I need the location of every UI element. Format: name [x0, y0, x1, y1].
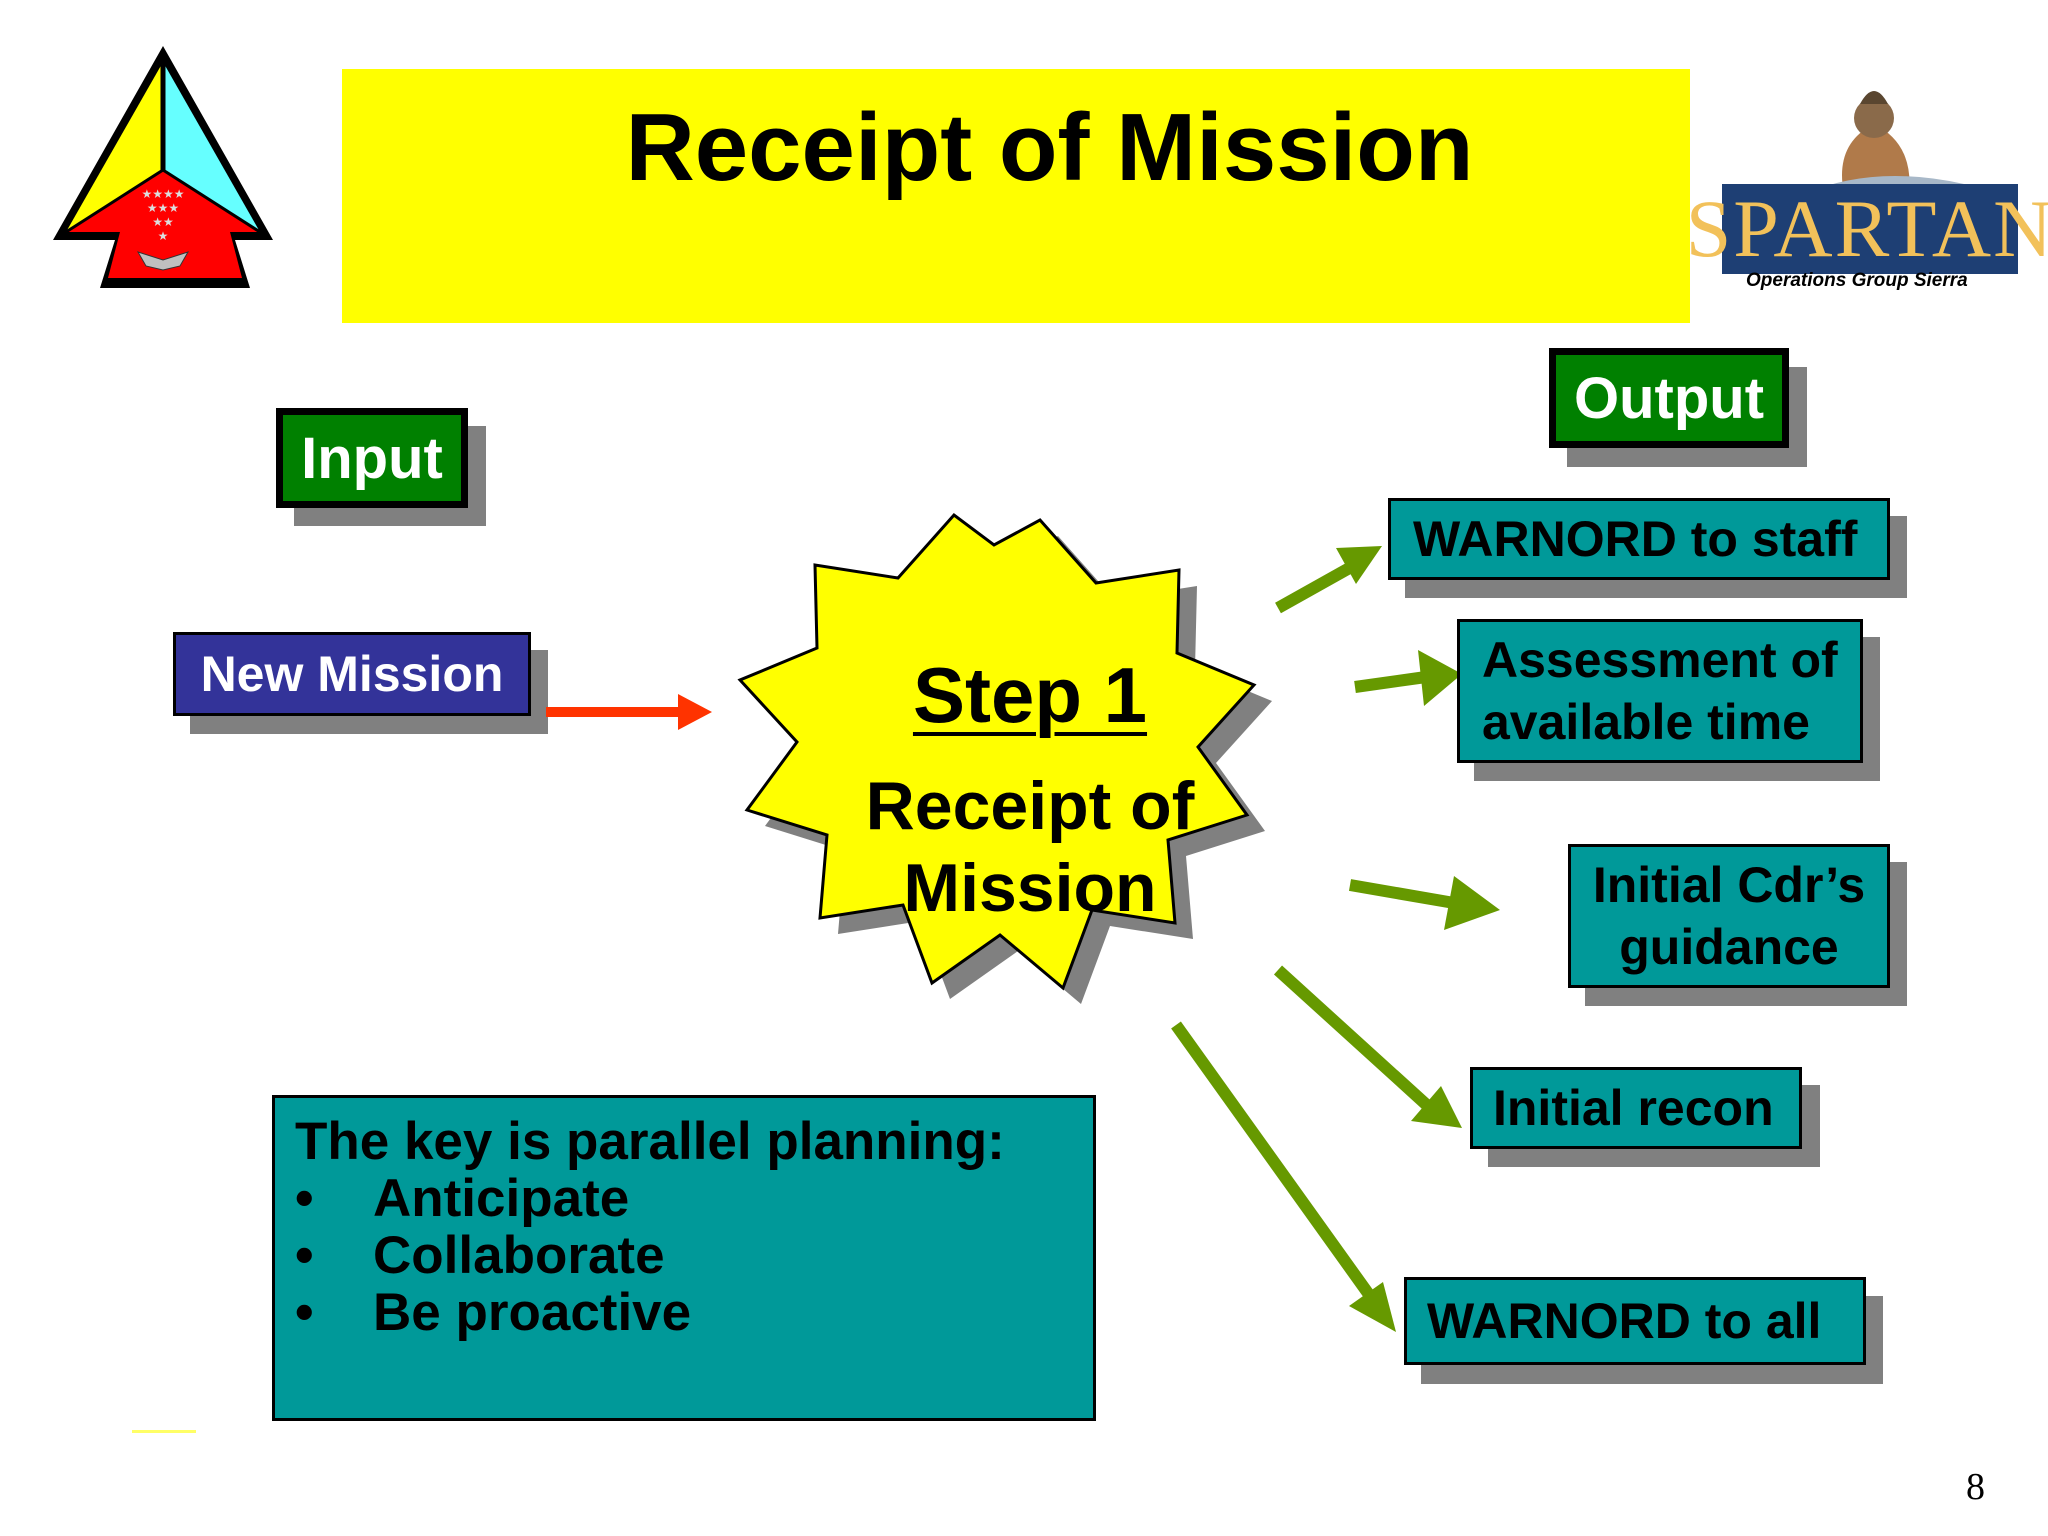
step-star-text: Step 1 Receipt of Mission: [830, 650, 1230, 929]
key-bullet-text: Be proactive: [373, 1283, 692, 1342]
new-mission-box: New Mission: [173, 632, 531, 716]
spartan-wordmark-panel: SPARTAN: [1686, 183, 2048, 274]
output-box-line: Assessment of: [1482, 632, 1838, 688]
output-box-assessment: Assessment of available time: [1457, 619, 1863, 763]
decorative-line: [132, 1430, 196, 1433]
spartan-caption: Operations Group Sierra: [1746, 270, 1968, 291]
input-header: Input: [276, 408, 468, 508]
key-bullet-item: • Anticipate: [295, 1170, 1073, 1227]
bullet-icon: •: [295, 1169, 314, 1228]
key-bullet-item: • Collaborate: [295, 1227, 1073, 1284]
output-box-initial-recon: Initial recon: [1470, 1067, 1802, 1149]
spartan-logo: SPARTAN Operations Group Sierra: [1686, 84, 2048, 300]
svg-text:★: ★: [158, 229, 169, 243]
key-box: The key is parallel planning: • Anticipa…: [272, 1095, 1096, 1421]
spartan-wordmark: SPARTAN: [1685, 183, 2048, 274]
key-bullet-text: Collaborate: [373, 1226, 665, 1285]
step-name-line-1: Receipt of: [865, 768, 1195, 844]
svg-text:★★★: ★★★: [147, 201, 179, 215]
output-box-line: WARNORD to all: [1427, 1293, 1822, 1349]
input-arrow: [546, 694, 712, 730]
output-box-line: guidance: [1619, 919, 1839, 975]
bullet-icon: •: [295, 1283, 314, 1342]
output-arrow-initial-recon: [1273, 965, 1462, 1128]
step-star: [737, 512, 1257, 991]
output-box-line: available time: [1482, 694, 1810, 750]
svg-text:★★: ★★: [152, 215, 174, 229]
output-header: Output: [1549, 348, 1789, 448]
step-name-line-2: Mission: [903, 850, 1157, 926]
output-box-warnord-staff: WARNORD to staff: [1388, 498, 1890, 580]
key-bullet-item: • Be proactive: [295, 1284, 1073, 1341]
title-banner: [342, 69, 1690, 323]
output-arrow-cdr-guidance: [1348, 876, 1500, 930]
svg-text:★★★★: ★★★★: [141, 187, 184, 201]
bullet-icon: •: [295, 1226, 314, 1285]
triangle-unit-emblem-icon: ★★★★ ★★★ ★★ ★: [53, 46, 273, 288]
output-box-line: WARNORD to staff: [1413, 511, 1858, 567]
output-box-cdr-guidance: Initial Cdr’s guidance: [1568, 844, 1890, 988]
output-box-line: Initial recon: [1493, 1080, 1774, 1136]
output-arrows: [1171, 546, 1500, 1332]
step-label: Step 1: [912, 651, 1148, 739]
output-box-warnord-all: WARNORD to all: [1404, 1277, 1866, 1365]
step-name: Receipt of Mission: [830, 765, 1230, 929]
unit-emblem-logo: ★★★★ ★★★ ★★ ★: [53, 46, 273, 288]
page-title: Receipt of Mission: [625, 94, 1474, 201]
key-bullet-text: Anticipate: [373, 1169, 630, 1228]
output-arrow-warnord-all: [1171, 1021, 1396, 1332]
output-arrow-warnord-staff: [1275, 546, 1382, 614]
page-number: 8: [1966, 1466, 1985, 1508]
output-arrow-assessment: [1354, 650, 1462, 706]
output-box-line: Initial Cdr’s: [1592, 857, 1866, 913]
key-heading: The key is parallel planning:: [295, 1112, 1005, 1171]
